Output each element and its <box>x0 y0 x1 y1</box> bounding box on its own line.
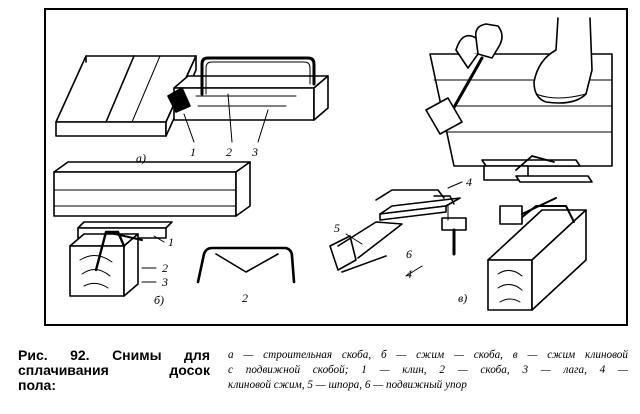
part-label-1: 1 <box>190 145 196 159</box>
part-label-3: 3 <box>251 145 258 159</box>
panel-label-b: б) <box>154 293 164 307</box>
part-label-2-staple: 2 <box>242 291 248 305</box>
part-label-6: 6 <box>406 247 412 261</box>
panel-c-labels: в) 5 4 6 4 <box>334 175 472 305</box>
panel-b-labels: б) 1 2 3 2 <box>154 235 248 307</box>
caption-title-line: пола: <box>18 377 57 393</box>
part-label-2: 2 <box>162 261 168 275</box>
figure-frame: а) 1 2 3 б) 1 2 3 2 в) 5 4 6 4 <box>44 8 628 326</box>
figure-illustration: а) 1 2 3 б) 1 2 3 2 в) 5 4 6 4 <box>53 17 613 311</box>
caption-legend-line: с подвижной скобой; 1 — клин, 2 — скоба,… <box>228 364 628 376</box>
part-label-5: 5 <box>334 221 340 235</box>
panel-a-drawing <box>55 55 329 143</box>
panel-b-drawing <box>53 161 296 297</box>
panel-a-labels: а) 1 2 3 <box>136 145 258 165</box>
caption-title-line: сплачивания досок <box>18 362 210 378</box>
caption-title: Рис. 92. Снимы для сплачивания досок пол… <box>18 348 210 393</box>
panel-label-a: а) <box>136 151 146 165</box>
part-label-4: 4 <box>466 175 472 189</box>
caption-legend-line: а — строительная скоба, б — сжим — скоба… <box>228 349 628 361</box>
part-label-1: 1 <box>168 235 174 249</box>
part-label-4-lower: 4 <box>406 267 412 281</box>
caption-legend: а — строительная скоба, б — сжим — скоба… <box>228 348 628 393</box>
caption-title-line: Рис. 92. Снимы для <box>18 347 210 363</box>
panel-c-drawing <box>329 17 613 311</box>
part-label-3: 3 <box>161 275 168 289</box>
part-label-2: 2 <box>226 145 232 159</box>
caption-legend-line: клиновой сжим, 5 — шпора, 6 — подвижный … <box>228 379 467 391</box>
panel-label-c: в) <box>458 291 467 305</box>
